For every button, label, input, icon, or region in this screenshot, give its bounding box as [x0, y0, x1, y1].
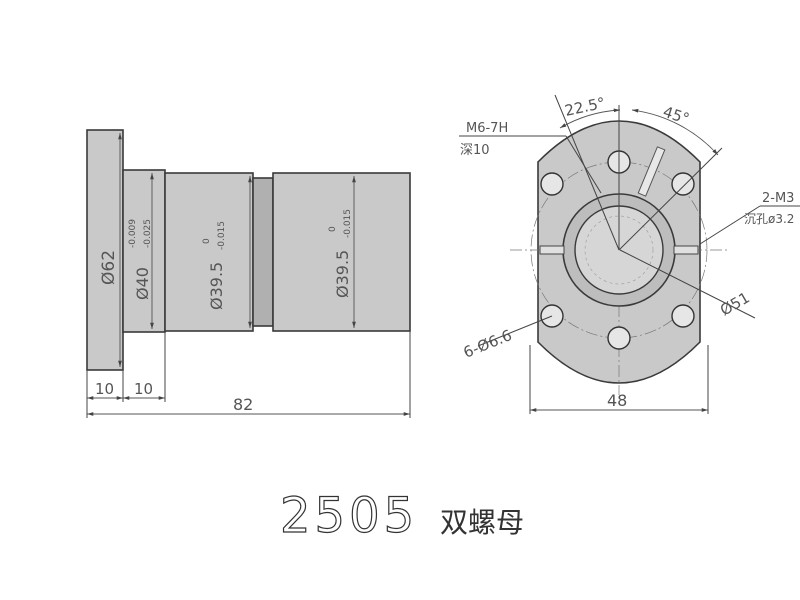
- flange-thickness-label: 10: [95, 380, 114, 398]
- overall-length-label: 82: [233, 395, 253, 414]
- nut2-body: [273, 173, 410, 331]
- title-name: 双螺母: [440, 506, 524, 539]
- pcd-leader-line: [619, 249, 756, 319]
- nut2-tol-lower: -0.015: [343, 209, 353, 238]
- nut2-tol-upper: 0: [328, 226, 338, 232]
- nut2-outline: [272, 172, 411, 332]
- m6-leader-line: [565, 135, 602, 194]
- m6-thread-label: M6-7H: [466, 121, 508, 136]
- spacer-body: [253, 178, 273, 326]
- angle-45-label: 45°: [661, 103, 692, 128]
- body-dia-tol-lower: -0.025: [143, 219, 153, 248]
- pcd-circle: [530, 161, 708, 339]
- spigot-body: [123, 170, 165, 332]
- flat-width-label: 48: [607, 391, 627, 410]
- bolt-hole-2: [671, 172, 695, 196]
- nut1-body: [165, 173, 253, 331]
- bolt-hole-3: [671, 304, 695, 328]
- pcd-label: Ø51: [717, 288, 753, 319]
- angle-ref-line-3: [618, 147, 723, 251]
- m3-thread-label: 2-M3: [762, 191, 794, 206]
- nut2-dia-label: Ø39.5 0 -0.015: [328, 209, 353, 298]
- title-model: 2505: [280, 488, 418, 544]
- angle-ref-line-1: [554, 94, 620, 251]
- side-thread-left: [539, 245, 565, 255]
- body-dia-main: Ø40: [133, 267, 152, 300]
- side-thread-right: [673, 245, 699, 255]
- flange-body: [87, 130, 123, 370]
- nut1-dia-main: Ø39.5: [207, 262, 226, 310]
- m3-counterbore-label: 沉孔ø3.2: [744, 212, 794, 226]
- body-dia-tol-upper: -0.009: [128, 219, 138, 248]
- nut1-dia-label: Ø39.5 0 -0.015: [202, 221, 227, 310]
- angle-45-arc: [631, 108, 719, 156]
- m6-depth-label: 深10: [460, 143, 490, 158]
- front-view: 22.5° 45° M6-7H 深10 2-M3 沉孔ø3.2 Ø51 6-Ø6…: [459, 94, 800, 414]
- spigot-length-label: 10: [134, 380, 153, 398]
- flange-dia-label: Ø62: [99, 250, 119, 285]
- nut1-tol-lower: -0.015: [217, 221, 227, 250]
- bolt-holes-label: 6-Ø6.6: [461, 326, 515, 362]
- side-view: Ø62 Ø40 -0.009 -0.025 Ø39.5 0 -0.015 Ø39…: [86, 129, 411, 418]
- angle-22-5-label: 22.5°: [563, 94, 607, 120]
- bolt-hole-4: [607, 326, 631, 350]
- hub-inner-mark: [584, 215, 654, 285]
- drawing-title: 2505 双螺母: [279, 487, 524, 544]
- nut2-dia-main: Ø39.5: [333, 250, 352, 298]
- nut1-tol-upper: 0: [202, 238, 212, 244]
- angle-22-5-arc: [559, 108, 621, 129]
- m3-leader-line: [699, 205, 761, 245]
- bolt-hole-6: [540, 172, 564, 196]
- body-dia-label: Ø40 -0.009 -0.025: [128, 219, 153, 300]
- bolt-hole-leader: [477, 315, 553, 347]
